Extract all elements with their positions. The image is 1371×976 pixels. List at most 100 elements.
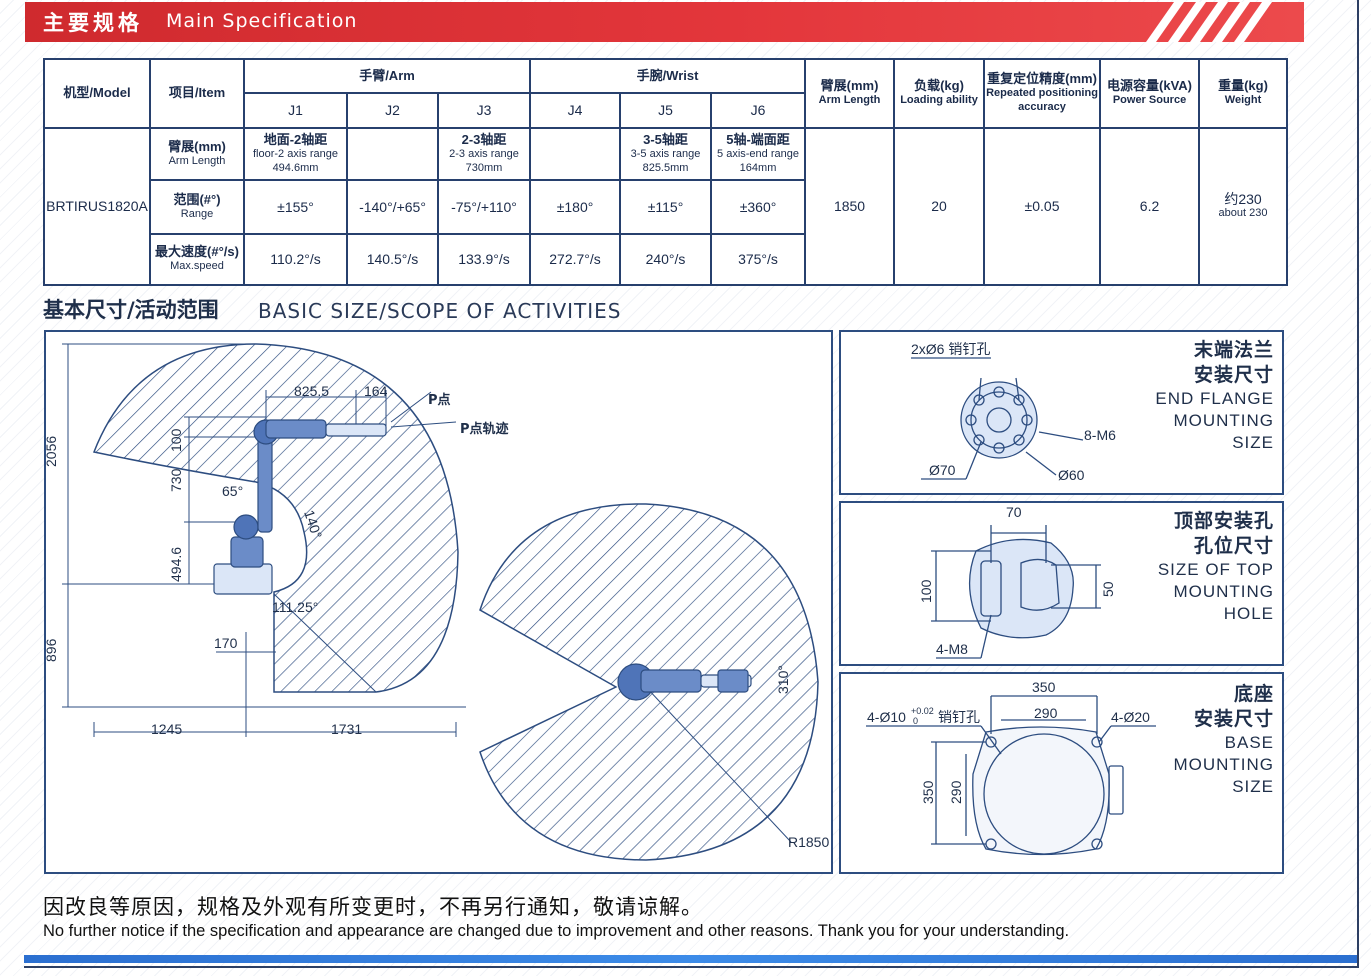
th-j6: J6 — [710, 92, 807, 129]
speed-j2: 140.5°/s — [346, 232, 439, 287]
speed-j1: 110.2°/s — [243, 232, 348, 287]
repeat-value: ±0.05 — [983, 126, 1102, 287]
th-wrist: 手腕/Wrist — [529, 57, 807, 95]
power-value: 6.2 — [1099, 126, 1201, 287]
base-drawing: 350 290 350 290 4-Ø10 +0.02 0 销钉孔 4-Ø20 — [866, 679, 1156, 856]
th-j1: J1 — [243, 92, 348, 129]
dim-100: 100 — [168, 428, 184, 452]
main-drawing-panel: 2056 896 1245 1731 825.5 164 100 730 494… — [44, 330, 833, 874]
speed-j5: 240°/s — [619, 232, 713, 287]
top-d70: 70 — [1006, 504, 1022, 520]
label-p-path: P点轨迹 — [460, 421, 509, 437]
base-pin-post: 销钉孔 — [938, 709, 980, 725]
top-mount-title: 顶部安装孔 孔位尺寸 SIZE OF TOP MOUNTING HOLE — [1157, 510, 1274, 623]
flange-m6: 8-M6 — [1084, 427, 1116, 443]
th-j3: J3 — [436, 92, 532, 129]
model-name: BRTIRUS1820A — [43, 126, 151, 287]
base-pin-tol-up: +0.02 — [911, 706, 934, 716]
arm-length-value: 1850 — [804, 126, 896, 287]
dim-896: 896 — [46, 638, 59, 662]
dim-111: 111.25° — [272, 599, 318, 615]
j2-arm — [346, 126, 439, 182]
header-banner: 主要规格 Main Specification — [25, 2, 1304, 42]
work-envelope-drawing: 2056 896 1245 1731 825.5 164 100 730 494… — [46, 343, 829, 861]
base-d350b: 350 — [920, 780, 936, 804]
th-j2: J2 — [346, 92, 439, 129]
dim-1731: 1731 — [331, 721, 362, 737]
notice-cn: 因改良等原因，规格及外观有所变更时，不再另行通知，敬请谅解。 — [43, 895, 703, 919]
speed-j3: 133.9°/s — [436, 232, 532, 287]
top-mount-panel: 70 100 50 4-M8 顶部安装孔 孔位尺寸 SIZE OF TOP MO… — [839, 501, 1284, 666]
base-d290b: 290 — [948, 780, 964, 804]
side-envelope — [92, 343, 459, 693]
th-arm: 手臂/Arm — [242, 57, 532, 95]
range-j5: ±115° — [619, 179, 713, 235]
header-title-cn: 主要规格 — [43, 11, 143, 35]
page-edge-right — [1357, 0, 1359, 968]
label-p-point: P点 — [428, 392, 451, 408]
top-d50: 50 — [1100, 581, 1116, 597]
section-title-en: BASIC SIZE/SCOPE OF ACTIVITIES — [258, 299, 622, 323]
speed-j4: 272.7°/s — [529, 232, 622, 287]
th-j4: J4 — [529, 92, 622, 129]
th-item: 项目/Item — [149, 58, 245, 129]
header-title-en: Main Specification — [166, 10, 358, 32]
dim-164: 164 — [364, 383, 388, 399]
load-value: 20 — [893, 126, 986, 287]
th-model: 机型/Model — [43, 58, 151, 129]
base-d20: 4-Ø20 — [1111, 709, 1150, 725]
base-title: 底座 安装尺寸 BASE MOUNTING SIZE — [1173, 683, 1274, 796]
range-j1: ±155° — [243, 179, 348, 235]
dim-310: 310° — [775, 665, 791, 694]
dim-65: 65° — [222, 483, 243, 499]
section-title-cn: 基本尺寸/活动范围 — [43, 298, 219, 322]
dim-r1850: R1850 — [788, 834, 829, 850]
notice-en: No further notice if the specification a… — [43, 922, 1070, 940]
top-mount-drawing: 70 100 50 4-M8 — [918, 504, 1116, 659]
flange-drawing: 2xØ6 销钉孔 8-M6 Ø70 Ø60 — [911, 341, 1116, 483]
flange-panel: 2xØ6 销钉孔 8-M6 Ø70 Ø60 末端法兰 安装尺寸 END FLAN… — [839, 330, 1284, 495]
th-load: 负载(kg)Loading ability — [893, 58, 986, 129]
th-arm-length: 臂展(mm)Arm Length — [804, 58, 896, 129]
th-j5: J5 — [619, 92, 713, 129]
dim-825: 825.5 — [294, 383, 329, 399]
top-d100: 100 — [918, 579, 934, 603]
dim-4946: 494.6 — [168, 547, 184, 582]
dim-170: 170 — [214, 635, 238, 651]
range-j2: -140°/+65° — [346, 179, 439, 235]
dim-2056: 2056 — [46, 436, 59, 467]
spec-table: 机型/Model 项目/Item 手臂/Arm 手腕/Wrist 臂展(mm)A… — [43, 57, 1289, 287]
base-panel: 350 290 350 290 4-Ø10 +0.02 0 销钉孔 4-Ø20 … — [839, 672, 1284, 874]
flange-pin: 2xØ6 销钉孔 — [911, 341, 990, 357]
base-pin-tol-dn: 0 — [913, 716, 918, 726]
th-weight: 重量(kg)Weight — [1198, 58, 1289, 129]
flange-d70: Ø70 — [929, 462, 956, 478]
dim-730: 730 — [168, 468, 184, 492]
row-range-label: 范围(#°)Range — [149, 179, 245, 235]
base-d290a: 290 — [1034, 705, 1058, 721]
dim-1245: 1245 — [151, 721, 182, 737]
j4-arm — [529, 126, 622, 182]
flange-d60: Ø60 — [1058, 467, 1085, 483]
th-power: 电源容量(kVA)Power Source — [1099, 58, 1201, 129]
range-j4: ±180° — [529, 179, 622, 235]
robot-top-icon — [617, 663, 752, 701]
base-d350a: 350 — [1032, 679, 1056, 695]
robot-side-icon — [213, 419, 387, 595]
row-speed-label: 最大速度(#°/s)Max.speed — [149, 232, 245, 287]
top-m8: 4-M8 — [936, 641, 968, 657]
banner-stripes-icon — [1146, 2, 1272, 42]
range-j3: -75°/+110° — [436, 179, 532, 235]
speed-j6: 375°/s — [710, 232, 807, 287]
row-arm-label: 臂展(mm)Arm Length — [149, 126, 245, 182]
base-pin-pre: 4-Ø10 — [867, 709, 906, 725]
flange-title: 末端法兰 安装尺寸 END FLANGE MOUNTING SIZE — [1155, 339, 1274, 452]
footer-bar — [24, 955, 1359, 963]
range-j6: ±360° — [710, 179, 807, 235]
